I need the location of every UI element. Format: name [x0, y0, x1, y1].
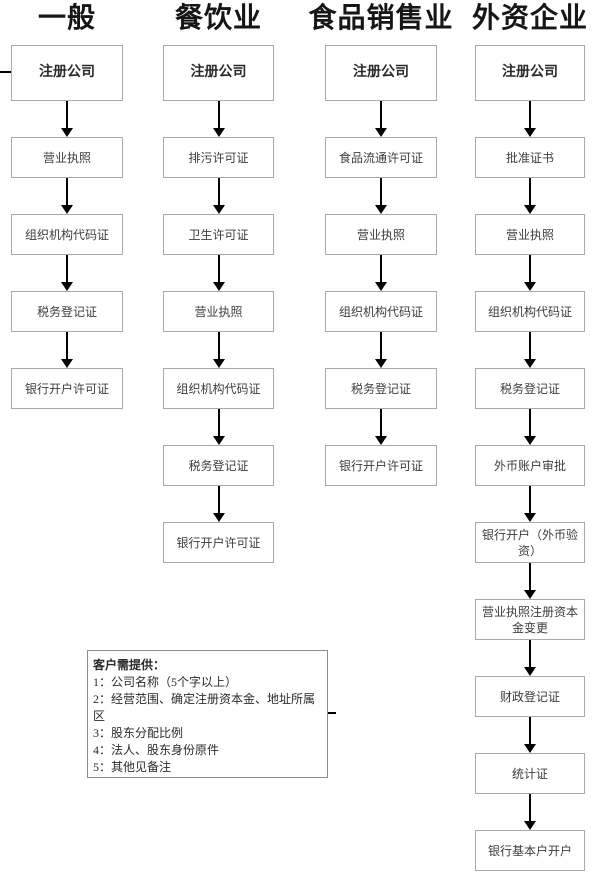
note-item: 5：其他见备注 [93, 760, 172, 774]
flow-arrow-line [217, 332, 220, 359]
connector-stub-left [0, 71, 11, 73]
flow-arrow-line [529, 640, 531, 667]
flow-arrow-line [529, 101, 531, 128]
flow-step-box: 银行开户许可证 [325, 445, 437, 486]
flow-arrow-head-icon [61, 128, 73, 137]
flow-arrow-line [529, 255, 531, 282]
flow-step-box: 外币账户审批 [475, 445, 585, 486]
flow-arrow-line [380, 255, 382, 282]
column-title: 一般 [37, 3, 97, 34]
flow-arrow-line [217, 409, 220, 436]
flow-step-box: 批准证书 [475, 137, 585, 178]
flow-arrow-head-icon [375, 205, 387, 214]
flow-arrow-line [217, 178, 220, 205]
flow-arrow-head-icon [524, 667, 536, 676]
flow-arrow-line [66, 178, 68, 205]
flow-step-box: 税务登记证 [475, 368, 585, 409]
flow-arrow-line [66, 332, 68, 359]
flow-arrow-head-icon [375, 359, 387, 368]
flow-step-box: 银行开户许可证 [163, 522, 274, 563]
flow-step-box: 银行开户（外币验资） [475, 522, 585, 563]
flow-arrow-line [529, 178, 531, 205]
flow-step-box: 注册公司 [163, 45, 274, 101]
flow-arrow-head-icon [375, 128, 387, 137]
flow-arrow-head-icon [212, 128, 225, 137]
flow-arrow-head-icon [212, 359, 225, 368]
note-item: 3：股东分配比例 [93, 726, 184, 740]
flow-arrow-head-icon [524, 513, 536, 522]
column-title: 外资企业 [471, 3, 589, 34]
flow-arrow-head-icon [212, 513, 225, 522]
flow-arrow-head-icon [524, 590, 536, 599]
note-connector-stub [328, 712, 336, 714]
flow-arrow-head-icon [375, 282, 387, 291]
flow-step-box: 注册公司 [11, 45, 123, 101]
flow-arrow-head-icon [524, 359, 536, 368]
flow-arrow-line [217, 486, 220, 513]
flow-arrow-line [217, 255, 220, 282]
flow-step-box: 注册公司 [325, 45, 437, 101]
flow-step-box: 营业执照 [325, 214, 437, 255]
flow-arrow-head-icon [524, 128, 536, 137]
flow-arrow-line [66, 101, 68, 128]
flow-arrow-head-icon [524, 744, 536, 753]
flow-step-box: 排污许可证 [163, 137, 274, 178]
flow-arrow-line [529, 794, 531, 821]
flow-arrow-line [66, 255, 68, 282]
note-item: 4：法人、股东身份原件 [93, 743, 220, 757]
flow-arrow-head-icon [524, 205, 536, 214]
flow-arrow-line [217, 101, 220, 128]
flow-arrow-line [529, 486, 531, 513]
flow-step-box: 银行基本户开户 [475, 830, 585, 871]
flow-arrow-head-icon [212, 436, 225, 445]
flow-step-box: 组织机构代码证 [11, 214, 123, 255]
flow-arrow-head-icon [212, 282, 225, 291]
flow-step-box: 银行开户许可证 [11, 368, 123, 409]
flow-arrow-head-icon [61, 205, 73, 214]
flow-step-box: 税务登记证 [11, 291, 123, 332]
flow-step-box: 税务登记证 [325, 368, 437, 409]
flow-arrow-head-icon [61, 359, 73, 368]
flow-arrow-line [529, 563, 531, 590]
flow-step-box: 财政登记证 [475, 676, 585, 717]
client-requirements-note: 客户需提供： 1：公司名称（5个字以上） 2：经营范围、确定注册资本金、地址所属区… [87, 650, 328, 778]
flow-step-box: 食品流通许可证 [325, 137, 437, 178]
flow-step-box: 注册公司 [475, 45, 585, 101]
flow-step-box: 组织机构代码证 [475, 291, 585, 332]
column-title: 餐饮业 [174, 3, 263, 34]
flow-arrow-line [380, 101, 382, 128]
flow-arrow-head-icon [212, 205, 225, 214]
flow-step-box: 营业执照注册资本金变更 [475, 599, 585, 640]
flow-step-box: 组织机构代码证 [163, 368, 274, 409]
note-title: 客户需提供： [93, 658, 166, 672]
flow-step-box: 税务登记证 [163, 445, 274, 486]
flow-arrow-head-icon [524, 282, 536, 291]
flow-arrow-head-icon [375, 436, 387, 445]
flow-arrow-line [529, 409, 531, 436]
flow-arrow-head-icon [524, 436, 536, 445]
flow-step-box: 营业执照 [11, 137, 123, 178]
flow-arrow-line [529, 332, 531, 359]
flow-arrow-head-icon [61, 282, 73, 291]
flow-arrow-line [380, 409, 382, 436]
note-item: 1：公司名称（5个字以上） [93, 675, 238, 689]
flow-step-box: 营业执照 [163, 291, 274, 332]
column-title: 食品销售业 [308, 3, 454, 34]
note-item: 2：经营范围、确定注册资本金、地址所属区 [93, 692, 316, 723]
flow-step-box: 组织机构代码证 [325, 291, 437, 332]
flow-step-box: 统计证 [475, 753, 585, 794]
note-items: 1：公司名称（5个字以上） 2：经营范围、确定注册资本金、地址所属区 3：股东分配比… [93, 674, 319, 776]
flow-arrow-head-icon [524, 821, 536, 830]
flow-step-box: 营业执照 [475, 214, 585, 255]
flow-step-box: 卫生许可证 [163, 214, 274, 255]
flow-arrow-line [529, 717, 531, 744]
flow-arrow-line [380, 178, 382, 205]
flow-arrow-line [380, 332, 382, 359]
